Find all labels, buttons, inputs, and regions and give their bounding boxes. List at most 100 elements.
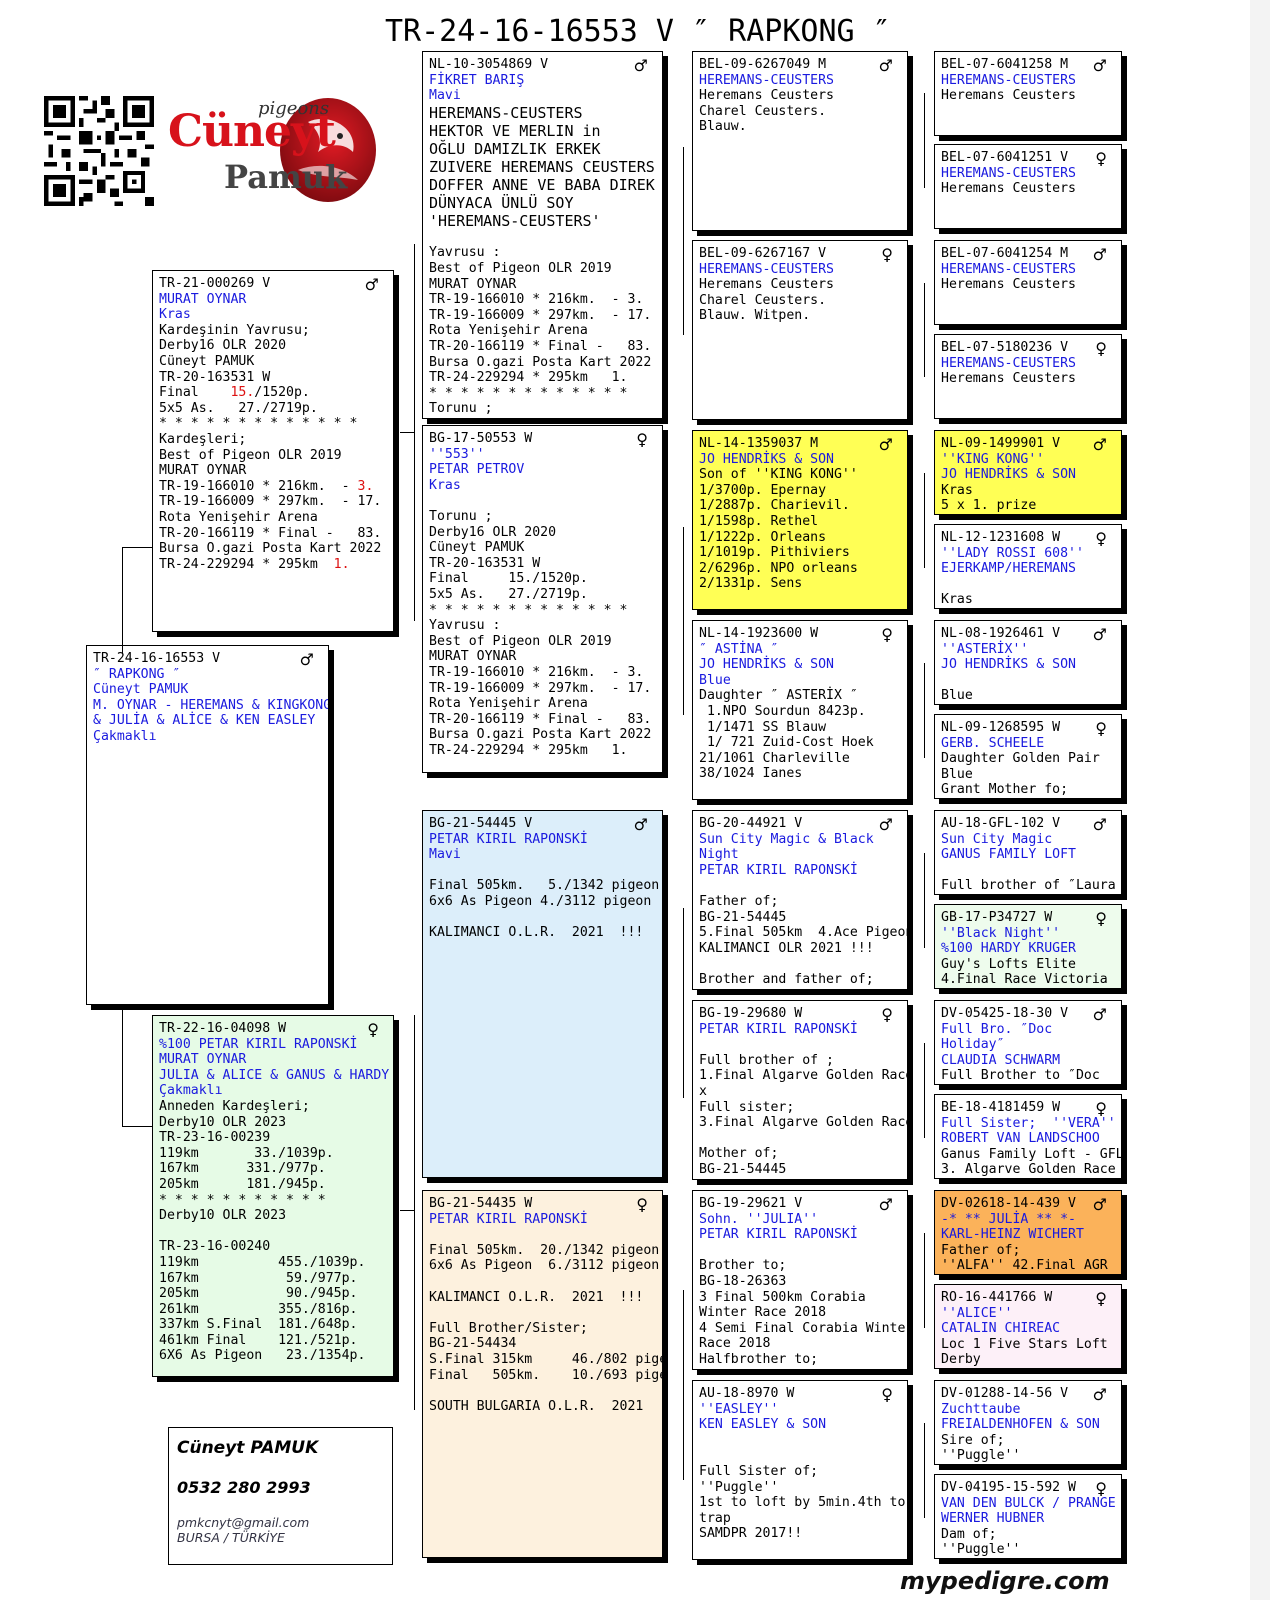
pedigree-line: ''KING KONG'' (941, 451, 1045, 467)
pedigree-line: Night (699, 847, 739, 863)
male-symbol-icon: ♂ (633, 56, 648, 75)
pedigree-line (699, 1433, 901, 1449)
pedigree-line: ''ASTERİX'' (941, 641, 1029, 657)
pedigree-line: FREIALDENHOFEN & SON (941, 1417, 1100, 1433)
pedigree-line: CATALIN CHIREAC (941, 1321, 1061, 1337)
connector (683, 147, 684, 335)
pedigree-line: & JULİA & ALİCE & KEN EASLEY (93, 713, 316, 729)
pedigree-line: MURAT OYNAR (429, 649, 517, 665)
pedigree-line: %100 HARDY KRUGER (941, 941, 1076, 957)
pedigree-box-h13: ♂DV-02618-14-439 V-* ** JULİA ** *-KARL-… (934, 1190, 1122, 1275)
pedigree-line: Derby16 OLR 2020 (159, 338, 287, 354)
male-symbol-icon: ♂ (1092, 245, 1107, 264)
pedigree-line: Father of; (941, 1242, 1021, 1258)
pedigree-line: TR-20-166119 * Final - 83. (429, 711, 652, 727)
pedigree-line: Grant Mother fo; (941, 782, 1069, 798)
footer-site[interactable]: mypedigre.com (900, 1567, 1110, 1595)
pedigree-line: Mother of; (699, 1146, 779, 1162)
pedigree-line: KALIMANCI OLR 2021 !!! (699, 940, 874, 956)
pedigree-line: Blue (941, 688, 973, 704)
pedigree-line: Race 2018 (699, 1336, 771, 1352)
pedigree-line: Yavrusu : (429, 245, 501, 261)
male-symbol-icon: ♂ (1092, 625, 1107, 644)
male-symbol-icon: ♂ (1092, 56, 1107, 75)
connector (924, 93, 925, 188)
pedigree-line: TR-21-000269 V (159, 276, 271, 291)
line-text: TR-19-166010 * 216km. - (159, 478, 358, 494)
pedigree-line: 6X6 As Pigeon 23./1354p. (159, 1348, 366, 1364)
pedigree-line: PETAR KIRIL RAPONSKİ (699, 862, 858, 878)
pedigree-line: Bursa O.gazi Posta Kart 2022 (429, 727, 652, 743)
pedigree-line: BG-21-54445 V (429, 816, 533, 831)
pedigree-line: Winter Race 2018 (699, 1305, 827, 1321)
pedigree-line: 5.Final 505km 4.Ace Pigeon (699, 925, 908, 941)
pedigree-line: PETAR KIRIL RAPONSKİ (699, 1021, 858, 1037)
pedigree-line: Brother to; (699, 1258, 787, 1274)
pedigree-line: AU-18-8970 W (699, 1386, 795, 1401)
pedigree-line: PETAR KIRIL RAPONSKİ (429, 831, 588, 847)
pedigree-line: NL-14-1923600 W (699, 626, 819, 641)
female-symbol-icon: ♀ (636, 430, 648, 449)
contact-city: BURSA / TÜRKİYE (177, 1530, 285, 1545)
pedigree-line: Sun City Magic (941, 831, 1053, 847)
pedigree-line: DV-05425-18-30 V (941, 1006, 1069, 1021)
connector (683, 908, 684, 1098)
pedigree-line: 1/1471 SS Blauw (699, 719, 827, 735)
pedigree-line: BG-18-26363 (699, 1273, 787, 1289)
pedigree-line: GANUS FAMILY LOFT (941, 847, 1076, 863)
pedigree-line: TR-19-166010 * 216km. - 3. (159, 479, 387, 495)
female-symbol-icon: ♀ (881, 1385, 893, 1404)
pedigree-line: 21/1061 Charleville (699, 750, 850, 766)
logo-brand: Cüneyt (168, 106, 336, 157)
pedigree-line: TR-19-166009 * 297km. - 17. (159, 494, 382, 510)
pedigree-line (429, 1383, 656, 1399)
pedigree-line (941, 673, 1115, 689)
pedigree-line: 1/ 721 Zuid-Cost Hoek (699, 735, 874, 751)
pedigree-line: Derby (941, 1352, 981, 1368)
contact-email[interactable]: pmkcnyt@gmail.com (177, 1515, 310, 1530)
pedigree-line: Best of Pigeon OLR 2019 (429, 633, 612, 649)
pedigree-line: 1.NPO Sourdun 8423p. (699, 703, 866, 719)
pedigree-line: BG-20-44921 V (699, 816, 803, 831)
pedigree-line: PETAR KIRIL RAPONSKİ (699, 1227, 858, 1243)
pedigree-line: NL-12-1231608 W (941, 530, 1061, 545)
pedigree-line: Best of Pigeon OLR 2019 (159, 447, 342, 463)
pedigree-line: HEREMANS-CEUSTERS (941, 72, 1076, 88)
pedigree-line: Kras (159, 307, 191, 323)
connector (924, 1043, 925, 1138)
pedigree-line: Blue (941, 766, 973, 782)
pedigree-line: PETAR KIRIL RAPONSKİ (429, 1211, 588, 1227)
pedigree-line: JO HENDRİKS & SON (699, 451, 834, 467)
connector (400, 432, 414, 433)
pedigree-line: HEREMANS-CEUSTERS (699, 261, 834, 277)
pedigree-line: DV-01288-14-56 V (941, 1386, 1069, 1401)
pedigree-line: Full sister; (699, 1099, 795, 1115)
pedigree-line: Brother and father of; (699, 971, 874, 987)
pedigree-line: Cüneyt PAMUK (429, 540, 525, 556)
pedigree-line: 1/2887p. Charievil. (699, 498, 850, 514)
connector (400, 1210, 414, 1211)
pedigree-line (429, 1305, 656, 1321)
pedigree-line (699, 1131, 901, 1147)
line-text: /1520p. (254, 385, 310, 401)
pedigree-line: Kras (941, 482, 973, 498)
highlight-value: 1. (333, 556, 350, 572)
male-symbol-icon: ♂ (633, 815, 648, 834)
pedigree-line: Blauw. (699, 119, 747, 135)
pedigree-line: BG-21-54434 (429, 1336, 517, 1352)
female-symbol-icon: ♀ (1095, 529, 1107, 548)
pedigree-line: Heremans Ceusters (699, 88, 834, 104)
pedigree-line: MURAT OYNAR (159, 463, 247, 479)
pedigree-line: 461km Final 121./521p. (159, 1332, 358, 1348)
pedigree-line: TR-22-16-04098 W (159, 1021, 287, 1036)
pedigree-line: 261km 355./816p. (159, 1301, 358, 1317)
pedigree-line (429, 1227, 656, 1243)
pedigree-line: Son of ''KING KONG'' (699, 467, 858, 483)
pedigree-line: trap (699, 1510, 731, 1526)
pedigree-line: Father of; (699, 893, 779, 909)
pedigree-line: 6x6 As Pigeon 6./3112 pigeon (429, 1258, 660, 1274)
